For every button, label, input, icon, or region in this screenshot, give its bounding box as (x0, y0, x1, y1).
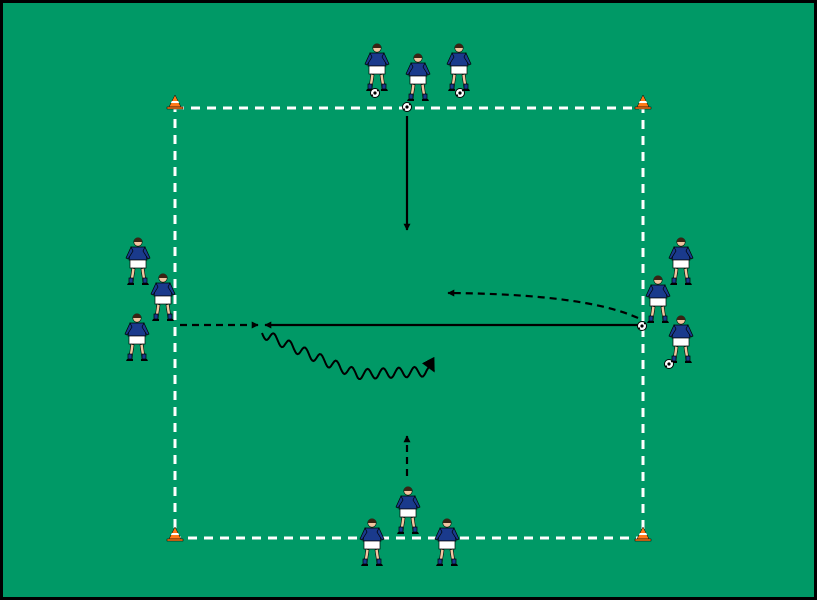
dribble-arrow (261, 332, 435, 380)
run-arrow-right (447, 289, 639, 320)
ball-icon (664, 359, 674, 369)
ball-icon (370, 88, 380, 98)
ball-icon (455, 88, 465, 98)
ball-icon (637, 321, 647, 331)
ball-icon (402, 102, 412, 112)
